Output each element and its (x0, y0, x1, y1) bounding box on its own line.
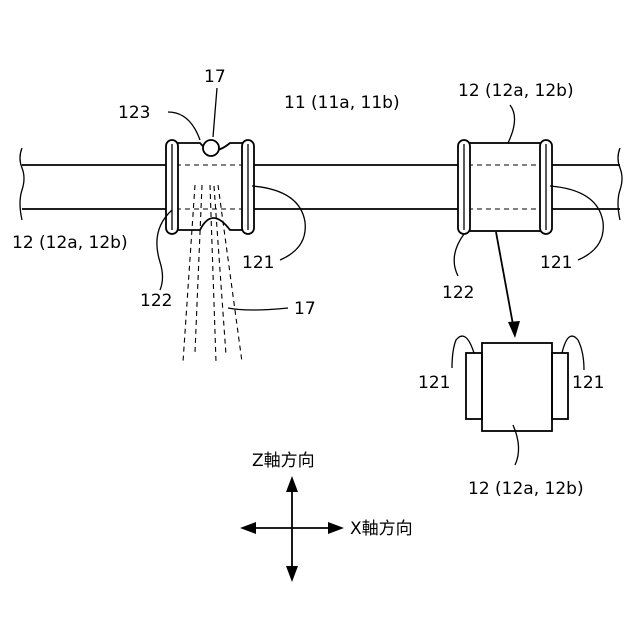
label-z-axis: Z軸方向 (252, 451, 315, 471)
label-detail-left-121: 121 (418, 373, 450, 393)
label-ring-left-122: 122 (140, 291, 172, 311)
label-detail-right-121: 121 (572, 373, 604, 393)
label-ring-left-121: 121 (242, 253, 274, 273)
guide-detail (452, 336, 584, 465)
label-ring-right-122: 122 (442, 283, 474, 303)
label-ring-right-121: 121 (540, 253, 572, 273)
axis-cross (240, 476, 344, 582)
label-member-123: 123 (118, 103, 150, 123)
label-guide-right: 12 (12a, 12b) (458, 81, 574, 101)
guide-right (454, 105, 603, 338)
label-nozzle-dash: 17 (294, 299, 316, 319)
label-guide-left: 12 (12a, 12b) (12, 233, 128, 253)
guide-left (157, 88, 305, 362)
label-nozzle-top: 17 (204, 67, 226, 87)
label-guide-detail: 12 (12a, 12b) (468, 479, 584, 499)
label-wire: 11 (11a, 11b) (284, 93, 400, 113)
label-x-axis: X軸方向 (350, 519, 413, 539)
